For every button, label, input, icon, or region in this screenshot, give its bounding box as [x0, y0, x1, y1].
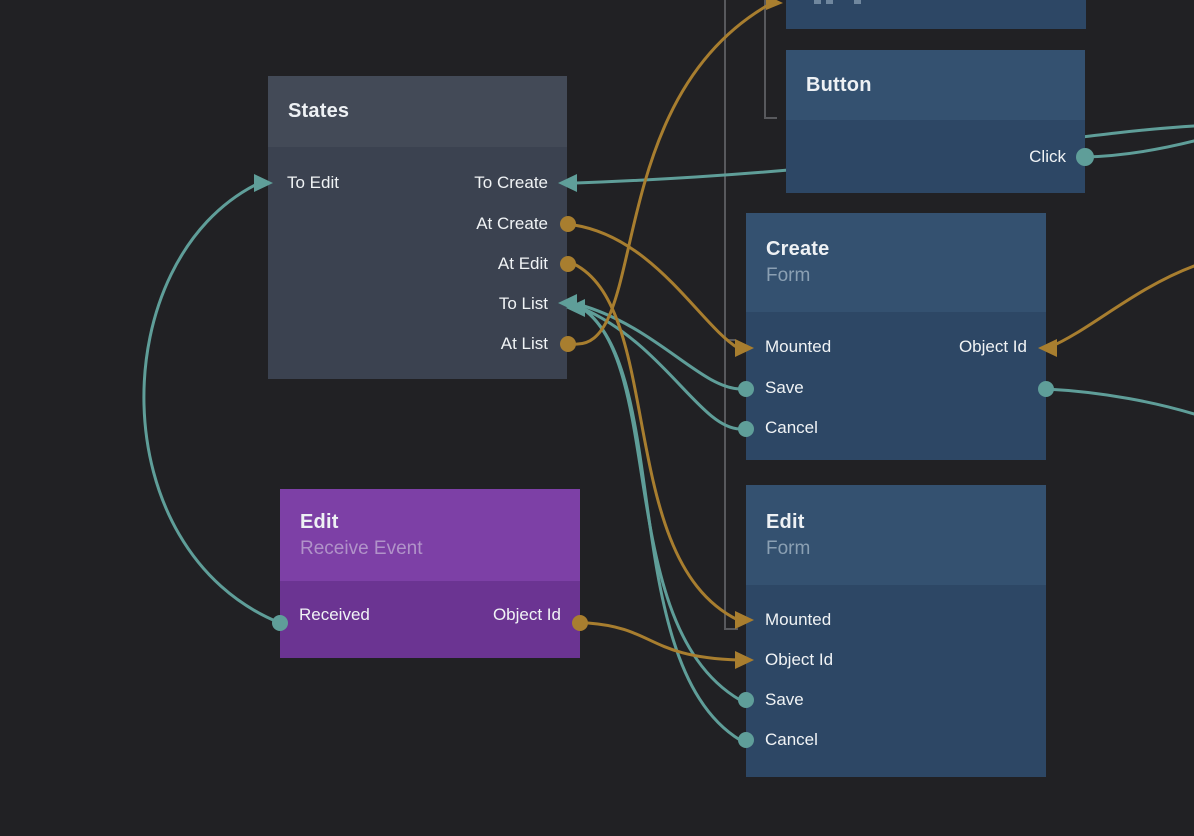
node-subtitle: Form: [766, 537, 811, 559]
port-at-list[interactable]: At List: [500, 334, 548, 353]
guide-line-left: [764, 0, 777, 119]
port-cancel[interactable]: Cancel: [765, 418, 818, 437]
port-to-list[interactable]: To List: [498, 294, 548, 313]
node-create-form[interactable]: Create Form Mounted Object Id Save Cance…: [746, 213, 1046, 460]
node-title: Edit: [300, 510, 339, 533]
port-cancel[interactable]: Cancel: [765, 730, 818, 749]
node-title: Button: [806, 73, 872, 96]
port-click[interactable]: Click: [1029, 147, 1066, 166]
node-edit-form[interactable]: Edit Form Mounted Object Id Save Cancel: [746, 485, 1046, 777]
node-edit-receive-event[interactable]: Edit Receive Event Received Object Id: [280, 489, 580, 658]
wire-at-create-to-create-mounted[interactable]: [572, 223, 740, 350]
wire-offscreen-to-create-objectid[interactable]: [1048, 264, 1194, 349]
wire-create-cancel-to-list[interactable]: [580, 306, 742, 431]
node-states-header[interactable]: States: [268, 76, 567, 147]
wire-at-edit-to-editform-mounted[interactable]: [572, 262, 740, 622]
node-subtitle: Form: [766, 265, 811, 286]
cut-text-remnant: [814, 0, 821, 4]
guide-line-main: [724, 0, 738, 630]
port-save[interactable]: Save: [765, 690, 804, 709]
node-button-header[interactable]: Button: [786, 50, 1085, 120]
port-received[interactable]: Received: [299, 605, 370, 624]
port-to-create[interactable]: To Create: [474, 173, 548, 192]
wire-at-list-to-top-node[interactable]: [572, 2, 772, 346]
port-to-edit[interactable]: To Edit: [287, 173, 339, 192]
wire-received-to-edit[interactable]: [142, 182, 282, 625]
cut-text-remnant: [854, 0, 861, 4]
node-list-partial[interactable]: [786, 0, 1086, 29]
port-at-edit[interactable]: At Edit: [497, 254, 548, 273]
node-states[interactable]: States To Edit To Create At Create At Ed…: [268, 76, 567, 379]
wire-objectid-to-editform-objectid[interactable]: [586, 621, 740, 662]
wire-create-output-offscreen[interactable]: [1044, 387, 1194, 416]
wire-click-offscreen[interactable]: [1083, 139, 1194, 159]
wire-create-save-to-list[interactable]: [575, 302, 742, 391]
node-create-form-header[interactable]: Create Form: [746, 213, 1046, 312]
port-object-id[interactable]: Object Id: [765, 650, 834, 669]
port-object-id[interactable]: Object Id: [958, 337, 1027, 356]
port-at-create[interactable]: At Create: [476, 214, 548, 233]
node-title: Edit: [766, 510, 805, 533]
node-title: Create: [766, 238, 830, 260]
port-object-id[interactable]: Object Id: [492, 605, 561, 624]
node-edit-form-header[interactable]: Edit Form: [746, 485, 1046, 585]
node-subtitle: Receive Event: [300, 537, 423, 559]
port-save[interactable]: Save: [765, 378, 804, 397]
port-mounted[interactable]: Mounted: [765, 337, 832, 356]
cut-text-remnant: [826, 0, 833, 4]
node-edit-receive-event-header[interactable]: Edit Receive Event: [280, 489, 580, 581]
port-mounted[interactable]: Mounted: [765, 610, 832, 629]
node-title: States: [288, 100, 350, 122]
wire-editform-cancel-to-list[interactable]: [581, 307, 742, 742]
node-button[interactable]: Button Click: [786, 50, 1085, 193]
